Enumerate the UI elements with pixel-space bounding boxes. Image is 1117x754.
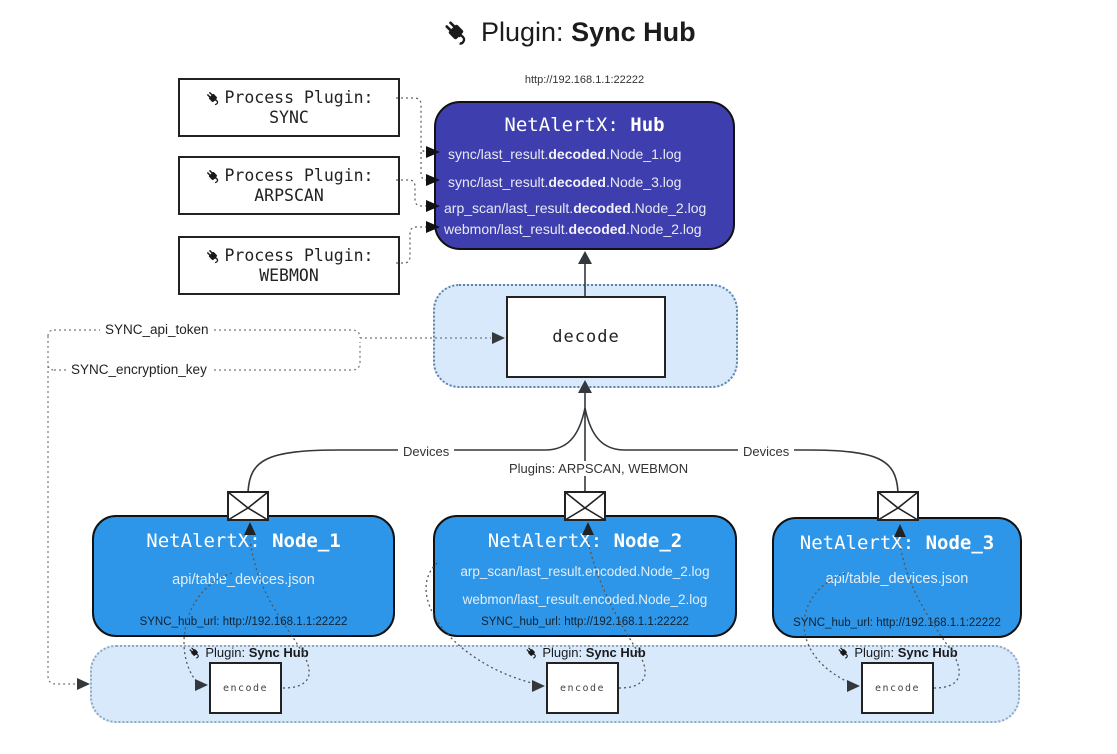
sync-api-token-label: SYNC_api_token	[100, 322, 214, 337]
hub-log-line: webmon/last_result.decoded.Node_2.log	[444, 221, 702, 237]
hub-url: http://192.168.1.1:22222	[524, 74, 645, 86]
process-plugin-arpscan: Process Plugin: ARPSCAN	[178, 156, 400, 215]
node-content-line: api/table_devices.json	[825, 571, 969, 587]
process-plugin-label: Process Plugin:	[224, 166, 374, 185]
sync-encryption-key-label: SYNC_encryption_key	[66, 362, 212, 377]
envelope-icon	[564, 491, 606, 521]
edge-label-devices-left: Devices	[398, 444, 455, 459]
process-plugin-name: SYNC	[269, 108, 309, 127]
hub-log-line: sync/last_result.decoded.Node_1.log	[448, 146, 682, 162]
plug-icon	[204, 247, 222, 265]
node-1-box: NetAlertX: Node_1 api/table_devices.json…	[92, 515, 395, 637]
encode-section-label: Plugin: Sync Hub	[812, 645, 982, 660]
decode-box: decode	[506, 296, 666, 378]
plug-icon	[836, 645, 851, 660]
process-plugin-label: Process Plugin:	[224, 246, 374, 265]
hub-title-prefix: NetAlertX:	[504, 114, 631, 136]
envelope-icon	[227, 491, 269, 521]
node-title: NetAlertX: Node_2	[487, 530, 683, 552]
title-name: Sync Hub	[571, 16, 696, 47]
page-title-text: Plugin: Sync Hub	[481, 17, 696, 48]
hub-title: NetAlertX: Hub	[436, 114, 733, 136]
encode-section-label: Plugin: Sync Hub	[500, 645, 670, 660]
node-hub-url: SYNC_hub_url: http://192.168.1.1:22222	[481, 616, 689, 628]
process-plugin-sync: Process Plugin: SYNC	[178, 78, 400, 137]
encode-section-label: Plugin: Sync Hub	[163, 645, 333, 660]
node-title: NetAlertX: Node_1	[146, 530, 341, 552]
hub-log-line: arp_scan/last_result.decoded.Node_2.log	[444, 200, 707, 216]
process-plugin-name: WEBMON	[259, 266, 319, 285]
plug-icon	[204, 89, 222, 107]
process-plugin-label: Process Plugin:	[224, 88, 374, 107]
node-content-line: arp_scan/last_result.encoded.Node_2.log	[460, 564, 710, 579]
hub-log-line: sync/last_result.decoded.Node_3.log	[448, 174, 682, 190]
title-prefix: Plugin:	[481, 16, 564, 47]
envelope-icon	[877, 491, 919, 521]
plug-icon	[204, 167, 222, 185]
node-hub-url: SYNC_hub_url: http://192.168.1.1:22222	[793, 617, 1001, 629]
node-content-line: webmon/last_result.encoded.Node_2.log	[462, 592, 708, 607]
hub-title-name: Hub	[630, 114, 665, 136]
edge-label-devices-right: Devices	[738, 444, 795, 459]
node-content-line: api/table_devices.json	[172, 572, 315, 588]
process-plugin-name: ARPSCAN	[254, 186, 324, 205]
encode-box: encode	[861, 662, 934, 714]
page-title: Plugin: Sync Hub	[440, 16, 696, 48]
plug-icon	[187, 645, 202, 660]
encode-box: encode	[209, 662, 282, 714]
plug-icon	[440, 16, 472, 48]
node-hub-url: SYNC_hub_url: http://192.168.1.1:22222	[139, 616, 348, 628]
node-2-box: NetAlertX: Node_2 arp_scan/last_result.e…	[433, 515, 737, 637]
node-3-box: NetAlertX: Node_3 api/table_devices.json…	[772, 517, 1022, 638]
node-title: NetAlertX: Node_3	[799, 532, 995, 554]
process-plugin-webmon: Process Plugin: WEBMON	[178, 236, 400, 295]
plug-icon	[524, 645, 539, 660]
hub-box: NetAlertX: Hub sync/last_result.decoded.…	[434, 101, 735, 250]
edge-label-plugins: Plugins: ARPSCAN, WEBMON	[504, 461, 694, 476]
encode-box: encode	[546, 662, 619, 714]
